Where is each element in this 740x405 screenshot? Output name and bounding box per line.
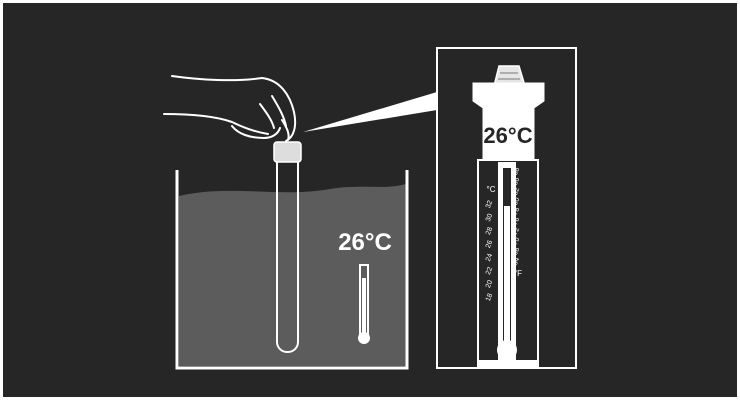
zoom-beam xyxy=(303,92,437,132)
celsius-tick-label: 18 xyxy=(485,293,494,303)
water xyxy=(179,184,406,366)
zoom-panel xyxy=(436,47,577,369)
thermometer-head xyxy=(472,82,545,161)
celsius-tick-label: 24 xyxy=(485,253,494,263)
celsius-tick-label: 32 xyxy=(485,200,494,210)
fahrenheit-tick-label: 76 xyxy=(512,217,521,227)
zoom-temperature-reading: 26°C xyxy=(483,123,532,148)
celsius-unit-label: °C xyxy=(487,185,496,194)
fahrenheit-tick-label: 88 xyxy=(512,167,521,177)
fahrenheit-tick-label: 70 xyxy=(512,237,521,247)
tank xyxy=(175,170,409,370)
celsius-tick-label: 20 xyxy=(485,279,494,289)
tank-temperature-reading: 26°C xyxy=(338,229,392,256)
celsius-tick-label: 26 xyxy=(485,239,494,249)
thermometer-icon xyxy=(358,264,370,344)
celsius-tick-label: 30 xyxy=(485,213,494,223)
thermometer-body xyxy=(477,159,539,367)
floating-thermometer xyxy=(273,141,302,353)
fahrenheit-tick-label: 78 xyxy=(512,207,521,217)
fahrenheit-unit-label: °F xyxy=(514,269,522,278)
fahrenheit-tick-label: 86 xyxy=(512,177,521,187)
celsius-tick-label: 28 xyxy=(485,226,494,236)
fahrenheit-tick-label: 82 xyxy=(512,187,521,197)
fahrenheit-tick-label: 80 xyxy=(512,197,521,207)
celsius-scale: 32 30 28 26 24 22 20 18 xyxy=(485,200,494,303)
fahrenheit-tick-label: 64 xyxy=(512,257,521,267)
fahrenheit-tick-label: 72 xyxy=(512,227,521,237)
celsius-tick-label: 22 xyxy=(485,266,494,276)
fahrenheit-tick-label: 68 xyxy=(512,247,521,257)
hand-drawing xyxy=(163,75,297,142)
